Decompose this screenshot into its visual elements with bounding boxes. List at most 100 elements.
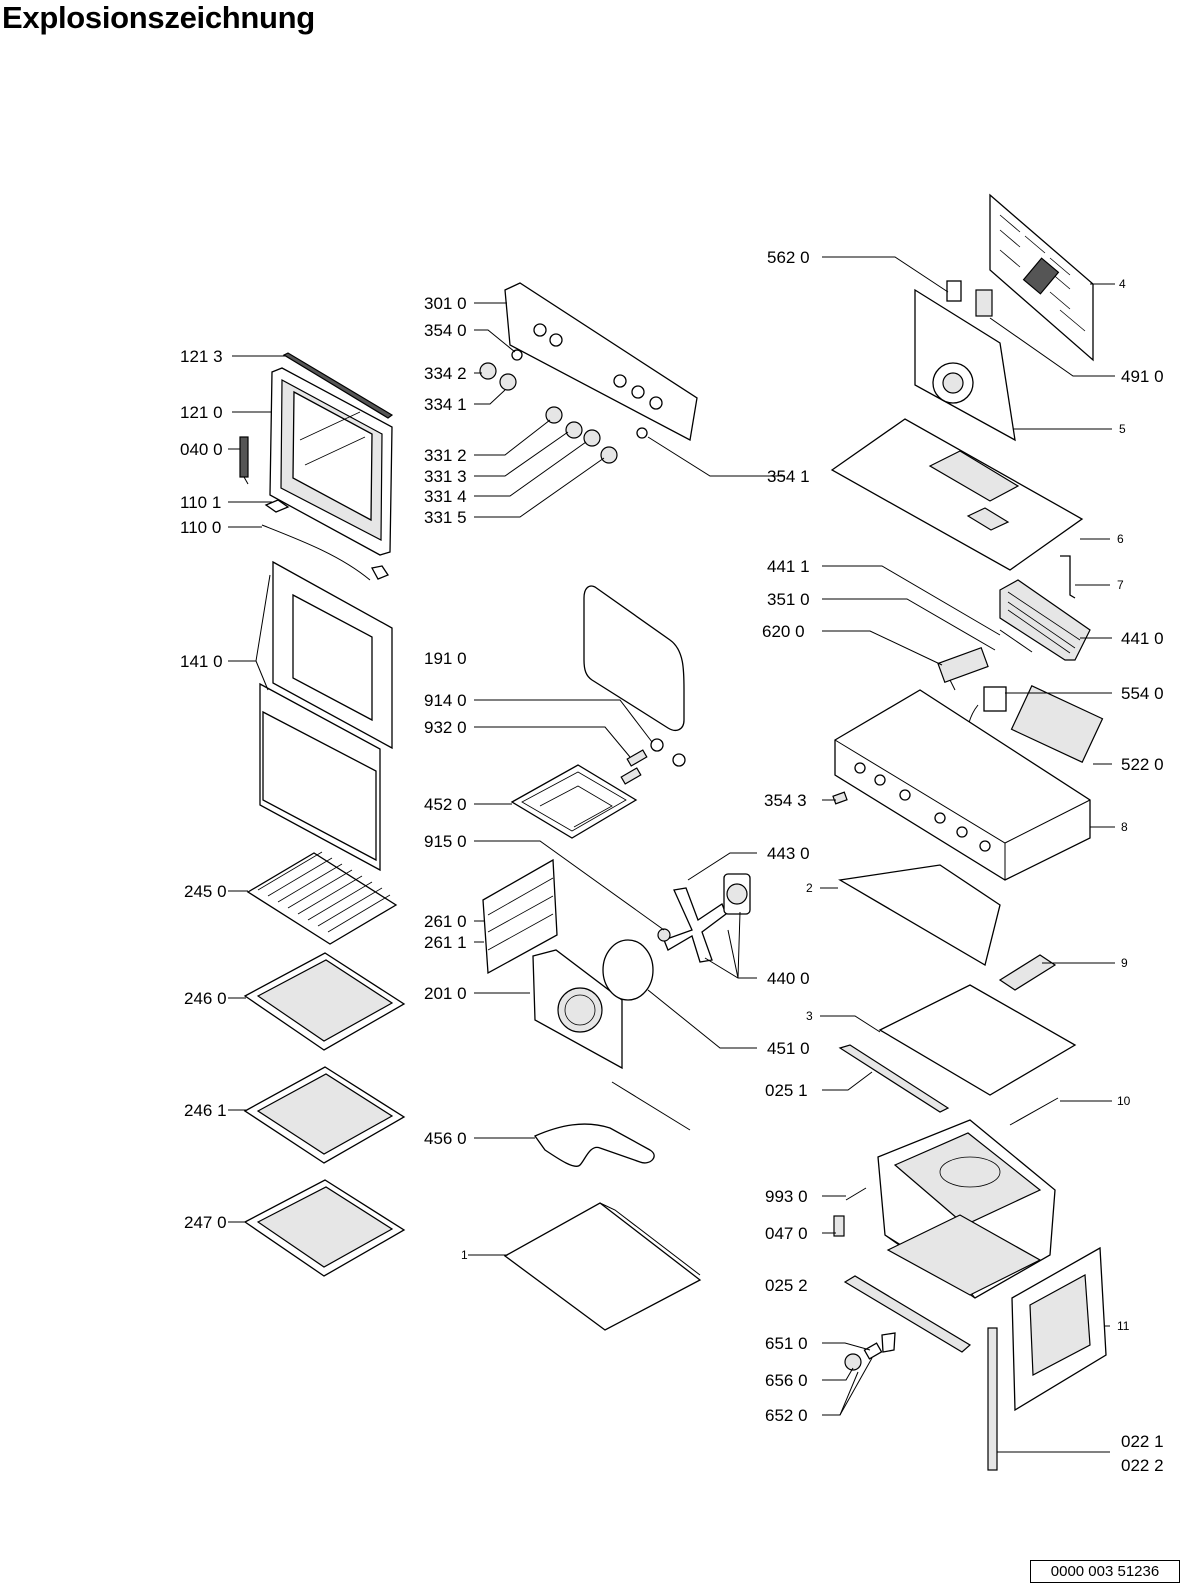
callout-914-0: 914 0 — [424, 691, 467, 710]
callout-110-0: 110 0 — [180, 518, 221, 537]
door-seal-strip — [282, 352, 394, 419]
grill-terminals — [620, 738, 686, 785]
callout-932-0: 932 0 — [424, 718, 467, 737]
callout-047-0: 047 0 — [765, 1224, 808, 1243]
callout-025-2: 025 2 — [765, 1276, 808, 1295]
callout-4: 4 — [1119, 277, 1126, 291]
callout-9: 9 — [1121, 956, 1128, 970]
callout-331-2: 331 2 — [424, 446, 467, 465]
side-panel-right — [1011, 1246, 1107, 1412]
callout-121-0: 121 0 — [180, 403, 223, 422]
callout-331-4: 331 4 — [424, 487, 467, 506]
door-outer-glass-panel — [259, 682, 381, 872]
trim-strip-1 — [838, 1044, 950, 1113]
callout-247-0: 247 0 — [184, 1213, 227, 1232]
door-inner-glass-panel — [272, 560, 393, 750]
callout-040-0: 040 0 — [180, 440, 223, 459]
baking-tray-3 — [243, 1179, 406, 1277]
callout-2: 2 — [806, 881, 813, 895]
callout-022-1: 022 1 — [1121, 1432, 1164, 1451]
bracket — [1060, 555, 1076, 599]
callout-562-0: 562 0 — [767, 248, 810, 267]
callout-6: 6 — [1117, 532, 1124, 546]
callout-491-0: 491 0 — [1121, 367, 1164, 386]
callout-141-0: 141 0 — [180, 652, 223, 671]
callout-522-0: 522 0 — [1121, 755, 1164, 774]
callout-993-0: 993 0 — [765, 1187, 808, 1206]
rear-panel — [989, 193, 1094, 362]
lower-heating-element — [534, 1081, 691, 1167]
callout-7: 7 — [1117, 578, 1124, 592]
callout-440-0: 440 0 — [767, 969, 810, 988]
fan-blade — [657, 887, 727, 963]
circular-heating-element — [602, 939, 654, 1001]
control-knobs — [479, 349, 648, 464]
callout-331-3: 331 3 — [424, 467, 467, 486]
callout-246-1: 246 1 — [184, 1101, 227, 1120]
top-cover — [830, 418, 1084, 571]
callout-334-2: 334 2 — [424, 364, 467, 383]
callout-246-0: 246 0 — [184, 989, 227, 1008]
callout-354-1: 354 1 — [767, 467, 810, 486]
fan-shaft — [999, 629, 1033, 653]
door-lock-assembly — [844, 1332, 896, 1371]
baking-tray-1 — [243, 952, 406, 1051]
selector-switch — [937, 646, 989, 691]
callout-261-0: 261 0 — [424, 912, 467, 931]
leader-lines — [228, 256, 1115, 1453]
callout-451-0: 451 0 — [767, 1039, 810, 1058]
callout-1: 1 — [461, 1248, 468, 1262]
screw — [832, 791, 848, 805]
callout-652-0: 652 0 — [765, 1406, 808, 1425]
callout-121-3: 121 3 — [180, 347, 223, 366]
callout-334-1: 334 1 — [424, 395, 467, 414]
tangential-fan — [999, 579, 1091, 661]
callout-022-2: 022 2 — [1121, 1456, 1164, 1475]
callout-354-0: 354 0 — [424, 321, 467, 340]
callout-191-0: 191 0 — [424, 649, 467, 668]
oven-door-frame — [269, 367, 393, 556]
clip — [833, 1215, 845, 1237]
hinge-pads — [261, 499, 389, 581]
wire-rack — [246, 851, 398, 945]
callout-656-0: 656 0 — [765, 1371, 808, 1390]
control-module — [1010, 684, 1104, 764]
callout-443-0: 443 0 — [767, 844, 810, 863]
callout-456-0: 456 0 — [424, 1129, 467, 1148]
callout-3: 3 — [806, 1009, 813, 1023]
callout-331-5: 331 5 — [424, 508, 467, 527]
rear-mounting-plate — [914, 288, 1016, 442]
shelf-runners — [482, 858, 558, 975]
fan-motor — [723, 873, 751, 915]
callout-8: 8 — [1121, 820, 1128, 834]
control-panel-fascia — [504, 282, 698, 441]
bottom-plate — [503, 1202, 702, 1331]
grill-element — [510, 764, 638, 839]
trim-strip-2 — [1009, 1097, 1059, 1126]
callout-351-0: 351 0 — [767, 590, 810, 609]
vertical-trim — [987, 1327, 998, 1471]
bottom-plate-right — [878, 984, 1077, 1096]
callout-labels: 121 3 121 0 040 0 110 1 110 0 141 0 245 … — [180, 248, 1164, 1475]
callout-11: 11 — [1117, 1319, 1130, 1333]
callout-025-1: 025 1 — [765, 1081, 808, 1100]
callout-441-0: 441 0 — [1121, 629, 1164, 648]
screw-long — [845, 1187, 867, 1201]
callout-261-1: 261 1 — [424, 933, 467, 952]
terminal-block — [946, 280, 993, 317]
document-number: 0000 003 51236 — [1030, 1560, 1180, 1583]
callout-452-0: 452 0 — [424, 795, 467, 814]
callout-441-1: 441 1 — [767, 557, 810, 576]
control-housing — [834, 689, 1091, 881]
callout-5: 5 — [1119, 422, 1126, 436]
baking-tray-2 — [243, 1066, 406, 1164]
callout-10: 10 — [1117, 1094, 1131, 1108]
door-hinge — [239, 436, 249, 485]
oven-door-seal — [583, 585, 685, 731]
callout-354-3: 354 3 — [764, 791, 807, 810]
side-panel-top — [838, 864, 1001, 966]
callout-110-1: 110 1 — [180, 493, 221, 512]
callout-245-0: 245 0 — [184, 882, 227, 901]
callout-651-0: 651 0 — [765, 1334, 808, 1353]
